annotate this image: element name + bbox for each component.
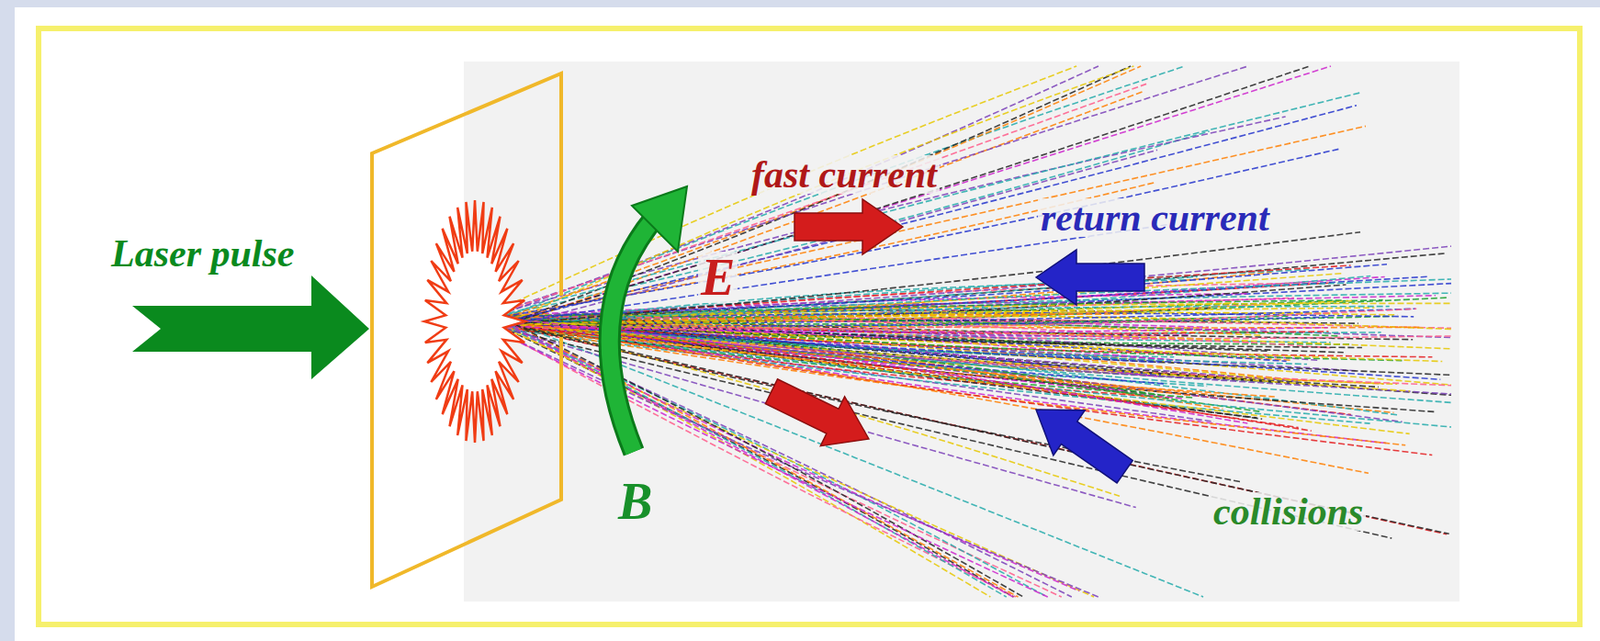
particle-track <box>481 66 1249 318</box>
particle-track <box>487 318 1048 598</box>
particle-track <box>489 317 1062 598</box>
fast-current-label: fast current <box>748 155 940 194</box>
particle-track <box>498 319 1014 598</box>
magnetic-field-arrow-edge <box>609 218 654 452</box>
laser-label: Laser pulse <box>108 234 298 273</box>
particle-track <box>492 323 1410 392</box>
simulation-ground <box>463 61 1460 602</box>
particle-track <box>480 326 1252 343</box>
return-current-label: return current <box>1037 198 1273 237</box>
return-current-arrow <box>1020 386 1141 495</box>
particle-track <box>508 105 1357 322</box>
magnetic-field-label: B <box>615 475 655 528</box>
return-current-arrow <box>1036 249 1145 305</box>
laser-focal-spot <box>424 200 526 443</box>
particle-track <box>482 66 1078 317</box>
laser-arrow <box>132 275 370 380</box>
electric-field-label: E <box>698 251 738 304</box>
current-arrows <box>759 199 1145 495</box>
particle-track <box>508 66 1131 324</box>
particle-track <box>486 318 1443 361</box>
fast-current-arrow <box>794 199 903 255</box>
fast-current-arrow <box>759 366 881 464</box>
particle-track <box>488 326 1048 598</box>
particle-track <box>494 320 1450 535</box>
particle-track <box>510 324 1432 455</box>
particle-track <box>504 66 1184 317</box>
magnetic-field-arrowhead <box>631 186 688 252</box>
particle-track <box>489 320 1094 598</box>
frame-border <box>38 28 1580 625</box>
particle-track <box>511 66 1134 321</box>
particle-track <box>507 320 1024 598</box>
particle-track <box>480 320 1194 396</box>
collisions-label: collisions <box>1210 492 1366 531</box>
particle-track <box>508 300 1345 317</box>
target-foil <box>371 73 562 587</box>
magnetic-field-arrow <box>609 218 654 452</box>
particle-track <box>497 326 1329 332</box>
page-ground <box>14 7 1600 641</box>
particle-track <box>479 322 1099 598</box>
particle-tracks <box>477 66 1452 598</box>
